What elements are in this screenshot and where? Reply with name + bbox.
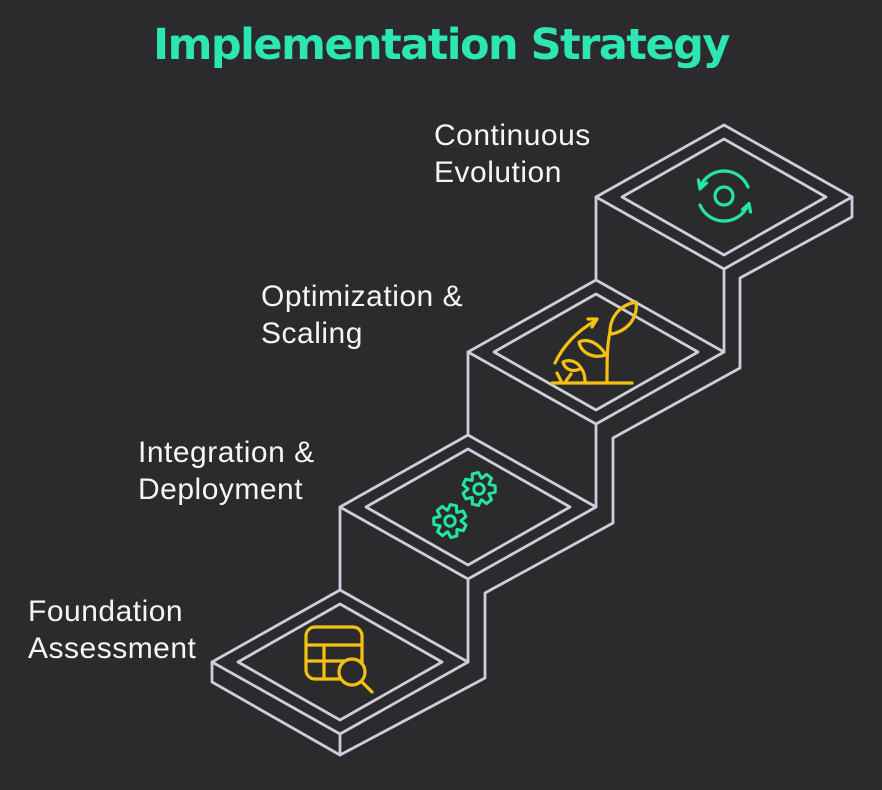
step-label-continuous-evolution: Continuous Evolution xyxy=(434,117,591,191)
step-label-line: Continuous xyxy=(434,119,591,152)
step-label-line: Scaling xyxy=(261,317,363,350)
step-label-line: Optimization & xyxy=(261,280,464,313)
step-label-line: Assessment xyxy=(28,632,197,665)
staircase-risers xyxy=(338,195,726,664)
sync-icon xyxy=(696,169,753,223)
step-label-line: Evolution xyxy=(434,156,562,189)
growth-plant-icon xyxy=(550,300,638,385)
step-platform-optimization-scaling xyxy=(466,278,726,426)
staircase-outline xyxy=(210,123,854,757)
page-title: Implementation Strategy xyxy=(153,20,730,70)
step-label-line: Integration & xyxy=(138,436,315,469)
gears-icon xyxy=(427,471,497,545)
table-search-icon xyxy=(304,625,374,694)
step-platform-integration-deployment xyxy=(338,433,598,581)
staircase-side-edge xyxy=(338,195,854,757)
step-label-optimization-scaling: Optimization & Scaling xyxy=(261,278,463,352)
step-label-line: Foundation xyxy=(28,595,184,628)
step-label-foundation-assessment: Foundation Assessment xyxy=(28,593,196,667)
step-platform-continuous-evolution xyxy=(594,123,854,271)
step-label-integration-deployment: Integration & Deployment xyxy=(138,434,315,508)
step-label-line: Deployment xyxy=(138,473,304,506)
staircase-base-slab xyxy=(210,660,342,757)
